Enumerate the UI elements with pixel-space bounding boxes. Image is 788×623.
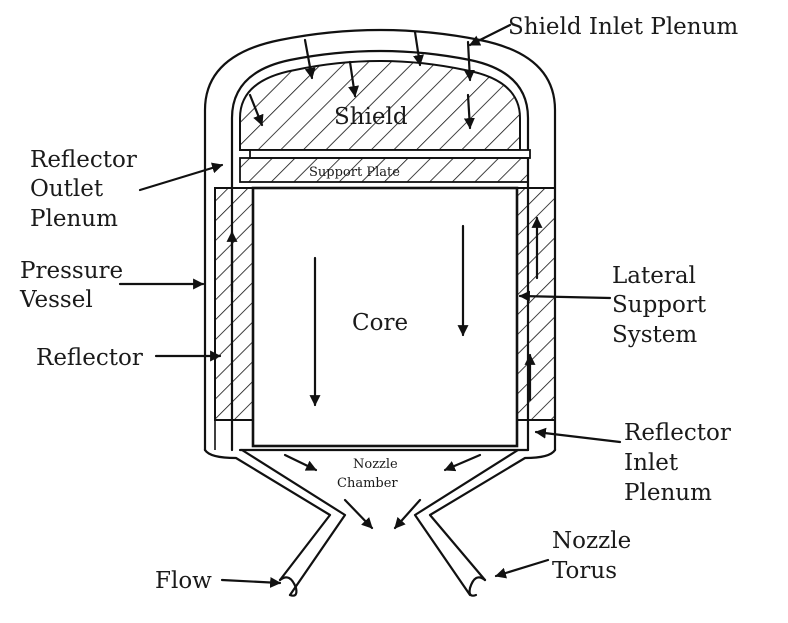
nozzle-right-wall-outer	[428, 448, 557, 582]
nozzle-flow-arrow-1	[283, 453, 318, 472]
label-reflector-inlet-3: Plenum	[624, 480, 712, 506]
pressure-vessel-inner	[230, 49, 530, 452]
leader-flow	[220, 576, 282, 588]
leader-shield-inlet-plenum	[468, 23, 512, 47]
label-nozzle-torus-1: Nozzle	[552, 528, 631, 554]
label-shield: Shield	[334, 104, 408, 130]
shield-arrow-2	[413, 30, 424, 67]
label-reflector-outlet-2: Outlet	[30, 176, 104, 202]
nozzle-right-wall-inner	[413, 448, 520, 597]
label-reflector-inlet-1: Reflector	[624, 420, 731, 446]
leader-nozzle-torus	[494, 558, 550, 579]
leader-lateral-support	[518, 290, 612, 302]
leader-reflector-inlet-plenum	[534, 427, 622, 444]
reflector-left	[214, 187, 254, 421]
shield-arrow-5	[348, 60, 360, 98]
pressure-vessel-outer	[203, 28, 557, 452]
nozzle-flow-arrow-3	[343, 498, 374, 530]
shield-arrow-3	[463, 40, 475, 82]
label-nozzle-chamber-2: Chamber	[337, 476, 398, 491]
label-nozzle-chamber-1: Nozzle	[353, 457, 398, 472]
label-shield-inlet-plenum: Shield Inlet Plenum	[508, 14, 738, 40]
label-nozzle-torus-2: Torus	[552, 558, 617, 584]
nozzle-flow-arrow-4	[393, 498, 422, 530]
core	[251, 186, 519, 448]
label-lateral-support-1: Lateral	[612, 263, 696, 289]
nozzle-left-wall-outer	[203, 448, 332, 582]
shield-arrow-4	[248, 93, 264, 127]
label-pressure-vessel-2: Vessel	[19, 287, 93, 313]
label-flow: Flow	[155, 568, 212, 594]
label-support-plate: Support Plate	[309, 165, 400, 180]
label-reflector-outlet-3: Plenum	[30, 206, 118, 232]
label-reflector-inlet-2: Inlet	[624, 450, 679, 476]
nozzle-torus-right	[468, 576, 487, 597]
label-pressure-vessel-1: Pressure	[20, 258, 123, 284]
support-plate-top-bar	[249, 149, 531, 159]
nozzle-torus-left	[278, 576, 298, 597]
label-reflector-outlet-1: Reflector	[30, 147, 137, 173]
label-lateral-support-3: System	[612, 322, 697, 348]
shield-body	[239, 60, 521, 151]
support-plate	[239, 157, 529, 183]
label-lateral-support-2: Support	[612, 292, 707, 318]
nozzle-left-wall-inner	[240, 448, 347, 597]
nozzle-flow-arrow-2	[443, 453, 482, 472]
shield-arrow-6	[463, 93, 475, 130]
leader-reflector-outlet-plenum	[138, 162, 224, 192]
label-reflector: Reflector	[36, 345, 143, 371]
shield-arrow-1	[303, 38, 316, 80]
label-core: Core	[352, 310, 408, 336]
